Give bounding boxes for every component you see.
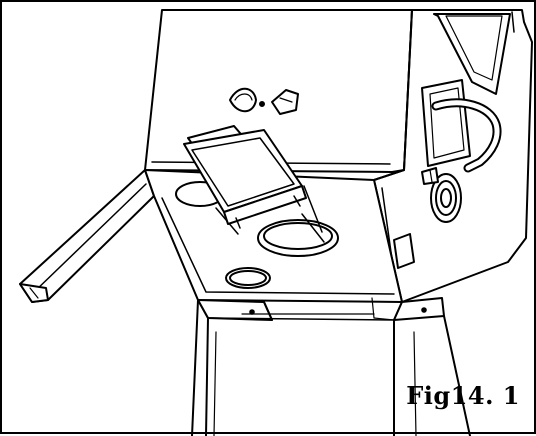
hinged-cover <box>183 125 307 229</box>
compartment-interior <box>144 169 403 321</box>
legs <box>191 297 471 436</box>
side-panel <box>373 9 533 303</box>
figure-caption: Fig14. 1 <box>406 381 520 410</box>
left-flap <box>19 169 155 303</box>
